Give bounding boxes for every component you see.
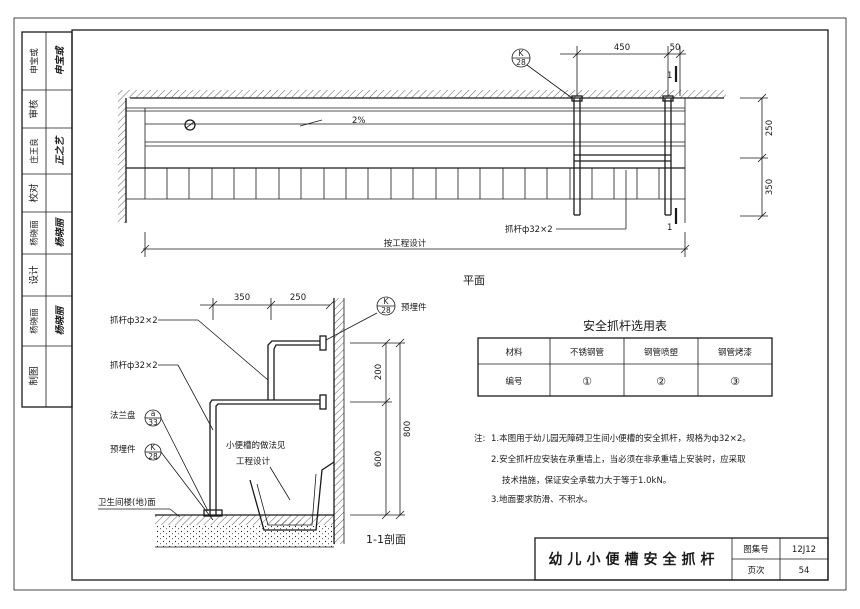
- table-title: 安全抓杆选用表: [583, 318, 667, 333]
- section-dim-250: 250: [290, 293, 306, 303]
- designer-name: 杨晓丽: [29, 220, 40, 246]
- urinal-note-1: 小便槽的做法见: [226, 440, 286, 451]
- section-view: 350 250 200 600 800 抓杆ф32×2 抓杆ф32×2 法兰盘 …: [98, 293, 427, 548]
- role-design: 设计: [28, 265, 40, 285]
- approver-signature: 申宝或: [54, 45, 66, 75]
- page-value: 54: [799, 566, 810, 576]
- note-line: 1.本图用于幼儿园无障碍卫生间小便槽的安全抓杆，规格为ф32×2。: [491, 433, 751, 444]
- notes-prefix: 注:: [474, 433, 485, 444]
- section-dim-800: 800: [403, 421, 413, 437]
- checker-signature: 正之艺: [54, 135, 66, 165]
- flange-ref-top: a: [151, 409, 156, 418]
- section-grab-bar: [203, 335, 327, 517]
- plan-dim-50: 50: [670, 43, 681, 53]
- section-ref-bottom: 28: [381, 306, 391, 315]
- table-cell: ③: [730, 375, 740, 388]
- plan-bar-label: 抓杆ф32×2: [505, 224, 553, 235]
- urinal-trough: [249, 461, 335, 531]
- plan-dim-by-project: 按工程设计: [384, 238, 427, 249]
- atlas-value: 12J12: [792, 545, 816, 555]
- section-dim-350: 350: [234, 293, 250, 303]
- section-mark-top: 1: [667, 71, 672, 81]
- slope-label: 2%: [352, 116, 366, 126]
- note-line: 2.安全抓杆应安装在承重墙上，当必须在非承重墙上安装时，应采取: [491, 454, 746, 465]
- inner-frame: [71, 29, 829, 581]
- designer-signature: 杨晓丽: [54, 216, 66, 247]
- embed-label: 预埋件: [110, 444, 136, 455]
- plan-view: 2%: [118, 43, 775, 287]
- table-cell: ①: [582, 375, 592, 388]
- table-cell: 编号: [505, 376, 522, 387]
- section-mark-bottom: 1: [667, 223, 672, 233]
- note-line: 技术措施，保证安全承载力大于等于1.0kN。: [502, 475, 671, 486]
- drawing-title: 幼儿小便槽安全抓杆: [549, 551, 720, 568]
- plan-dim-350: 350: [765, 179, 775, 195]
- section-dim-200: 200: [374, 364, 384, 380]
- section-bar-label-2: 抓杆ф32×2: [110, 360, 158, 371]
- embed-label-top: 预埋件: [401, 302, 427, 313]
- approval-strip: 申宝或 申宝或 审核 庄王良 正之艺 校对 杨晓丽 杨晓丽 设计 杨晓丽 杨晓丽…: [21, 31, 73, 408]
- page-label: 页次: [747, 565, 765, 576]
- plan-dim-450: 450: [614, 43, 630, 53]
- role-check: 校对: [28, 183, 40, 203]
- note-line: 3.地面要求防滑、不积水。: [491, 494, 593, 505]
- plan-dim-250: 250: [765, 120, 775, 136]
- table-header-cell: 钢管烤漆: [718, 347, 753, 358]
- title-block: 幼儿小便槽安全抓杆 图集号 12J12 页次 54: [534, 537, 829, 581]
- notes: 注: 1.本图用于幼儿园无障碍卫生间小便槽的安全抓杆，规格为ф32×2。 2.安…: [474, 433, 751, 505]
- approver-name: 申宝或: [29, 48, 40, 74]
- role-draft: 制图: [28, 366, 40, 385]
- drafter-signature: 杨晓丽: [54, 304, 66, 335]
- selection-table: 安全抓杆选用表 材料 不锈钢管 钢管喷塑 钢管烤漆 编号 ① ② ③: [477, 318, 773, 397]
- plan-grab-bar: [571, 95, 674, 216]
- drain-icon: [184, 119, 196, 131]
- section-ref-top: K: [384, 297, 390, 306]
- flange-ref-bottom: 33: [148, 418, 158, 427]
- embed-ref-top: K: [151, 443, 157, 452]
- table-header-cell: 钢管喷塑: [644, 347, 679, 358]
- section-bar-label-1: 抓杆ф32×2: [110, 315, 158, 326]
- flange-label: 法兰盘: [110, 410, 136, 421]
- plan-ref-bottom: 28: [516, 58, 526, 67]
- atlas-label: 图集号: [743, 544, 769, 555]
- plan-ref-top: K: [519, 49, 525, 58]
- table-cell: ②: [656, 375, 666, 388]
- floor-label: 卫生间楼(地)面: [98, 497, 156, 508]
- urinal-note-2: 工程设计: [236, 456, 271, 467]
- drafter-name: 杨晓丽: [29, 308, 40, 334]
- checker-name: 庄王良: [29, 138, 40, 164]
- plan-title: 平面: [463, 274, 485, 287]
- embed-ref-bottom: 28: [148, 452, 158, 461]
- outer-frame: [13, 17, 847, 591]
- section-title: 1-1剖面: [366, 532, 406, 546]
- table-header-cell: 材料: [505, 347, 523, 358]
- role-approve: 审核: [28, 99, 40, 119]
- section-dim-600: 600: [374, 451, 384, 467]
- table-header-cell: 不锈钢管: [570, 347, 604, 358]
